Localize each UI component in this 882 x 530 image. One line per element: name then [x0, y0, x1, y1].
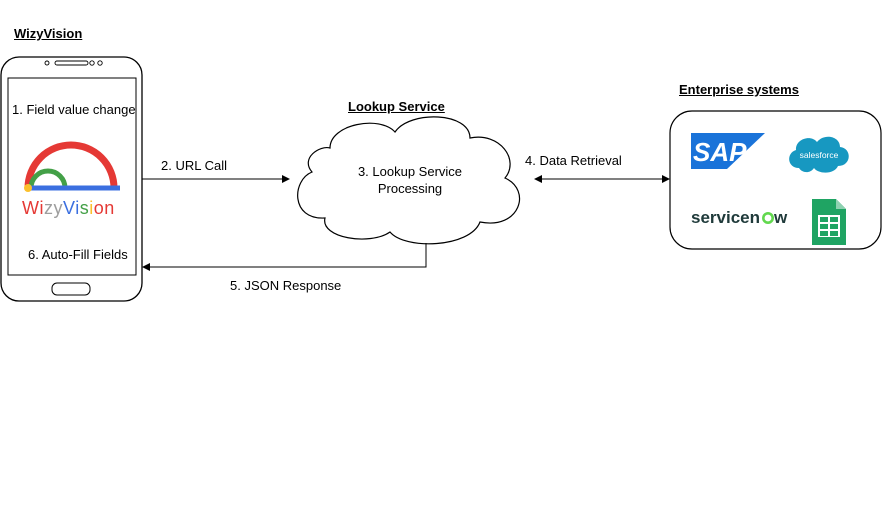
enterprise-systems-box — [669, 110, 882, 250]
phone-device — [0, 56, 143, 302]
wizyvision-title: WizyVision — [14, 26, 83, 41]
phone-home-button — [51, 282, 91, 296]
json-response-arrow — [142, 243, 427, 271]
wizyvision-logo-text: WizyVision — [22, 198, 115, 218]
json-response-label: 5. JSON Response — [230, 278, 342, 293]
cloud-label-line1: 3. Lookup Service — [357, 164, 463, 179]
phone-camera-icon — [44, 60, 50, 66]
phone-speaker — [54, 60, 89, 66]
servicenow-o-icon — [761, 212, 774, 225]
sap-logo: SAP — [691, 133, 765, 169]
enterprise-systems-title: Enterprise systems — [679, 82, 799, 97]
servicenow-logo: servicen w — [691, 208, 788, 227]
svg-text:w: w — [773, 208, 788, 227]
phone-sensor-icon-2 — [97, 60, 103, 66]
google-sheets-icon — [812, 199, 846, 245]
url-call-label: 2. URL Call — [161, 158, 227, 173]
svg-text:SAP: SAP — [693, 137, 747, 167]
svg-text:salesforce: salesforce — [800, 150, 839, 160]
data-retrieval-label: 4. Data Retrieval — [525, 153, 622, 168]
lookup-service-title: Lookup Service — [348, 99, 445, 114]
lookup-service-cloud — [297, 116, 521, 245]
step6-label: 6. Auto-Fill Fields — [28, 247, 128, 262]
svg-text:servicen: servicen — [691, 208, 760, 227]
cloud-label-line2: Processing — [377, 181, 443, 196]
wizyvision-gauge-icon — [24, 141, 120, 192]
step1-label: 1. Field value change — [12, 102, 136, 117]
salesforce-logo: salesforce — [789, 136, 849, 173]
phone-sensor-icon — [89, 60, 95, 66]
